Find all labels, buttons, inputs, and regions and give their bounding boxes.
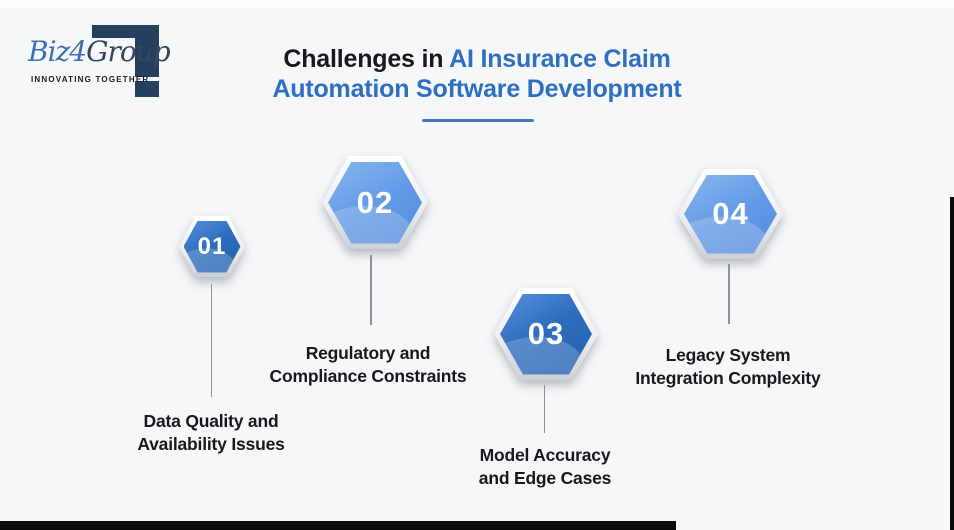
hexagon-03-bevel: 03 xyxy=(494,288,598,380)
logo-tagline: INNOVATING TOGETHER xyxy=(31,75,150,84)
logo-brand-4: 4 xyxy=(69,35,87,68)
logo-bracket-icon xyxy=(135,25,159,77)
hexagon-02-face: 02 xyxy=(328,161,422,244)
connector-line-03 xyxy=(543,385,545,433)
top-margin-strip xyxy=(0,0,954,8)
logo-brand-text: Biz4Group xyxy=(28,35,171,68)
logo-bracket-icon xyxy=(135,81,159,97)
title-accent-line1: AI Insurance Claim xyxy=(449,45,671,73)
item-label-03-line2: and Edge Cases xyxy=(478,468,612,488)
item-label-02-line2: Compliance Constraints xyxy=(269,366,467,386)
hexagon-01: 01 xyxy=(179,216,245,277)
biz4group-logo: Biz4Group INNOVATING TOGETHER xyxy=(28,22,171,97)
frame-edge-right xyxy=(950,197,954,530)
hexagon-04-number: 04 xyxy=(712,196,749,231)
title-underline xyxy=(422,119,534,122)
hexagon-01-face: 01 xyxy=(183,220,241,273)
hexagon-03-face: 03 xyxy=(500,293,592,375)
item-label-04: Legacy System Integration Complexity xyxy=(607,344,849,390)
hexagon-02-number: 02 xyxy=(356,184,394,220)
title-accent-line2: Automation Software Development xyxy=(272,75,682,103)
hexagon-02: 02 xyxy=(322,156,428,249)
item-label-02-line1: Regulatory and xyxy=(305,343,431,363)
logo-brand-group: Group xyxy=(86,35,171,68)
item-label-02: Regulatory and Compliance Constraints xyxy=(248,342,488,388)
hexagon-02-bevel: 02 xyxy=(322,156,428,249)
connector-line-04 xyxy=(728,264,730,324)
hexagon-04-bevel: 04 xyxy=(678,169,783,259)
item-label-01-line1: Data Quality and xyxy=(143,411,279,431)
hexagon-03-number: 03 xyxy=(527,316,565,351)
hexagon-04: 04 xyxy=(678,169,783,259)
hexagon-01-bevel: 01 xyxy=(179,216,245,277)
hexagon-03: 03 xyxy=(494,288,598,380)
hexagon-04-face: 04 xyxy=(684,174,777,254)
frame-edge-bottom xyxy=(0,521,676,530)
item-label-04-line2: Integration Complexity xyxy=(635,368,821,388)
hexagon-01-number: 01 xyxy=(197,232,227,260)
item-label-01-line2: Availability Issues xyxy=(137,434,285,454)
connector-line-01 xyxy=(210,284,212,397)
item-label-01: Data Quality and Availability Issues xyxy=(101,410,321,456)
page-title: Challenges in AI Insurance Claim Automat… xyxy=(0,44,954,104)
logo-brand-biz: Biz xyxy=(28,35,70,68)
connector-line-02 xyxy=(370,255,372,325)
title-prefix: Challenges in xyxy=(283,45,450,73)
item-label-03: Model Accuracy and Edge Cases xyxy=(440,444,650,490)
item-label-03-line1: Model Accuracy xyxy=(479,445,611,465)
item-label-04-line1: Legacy System xyxy=(665,345,791,365)
